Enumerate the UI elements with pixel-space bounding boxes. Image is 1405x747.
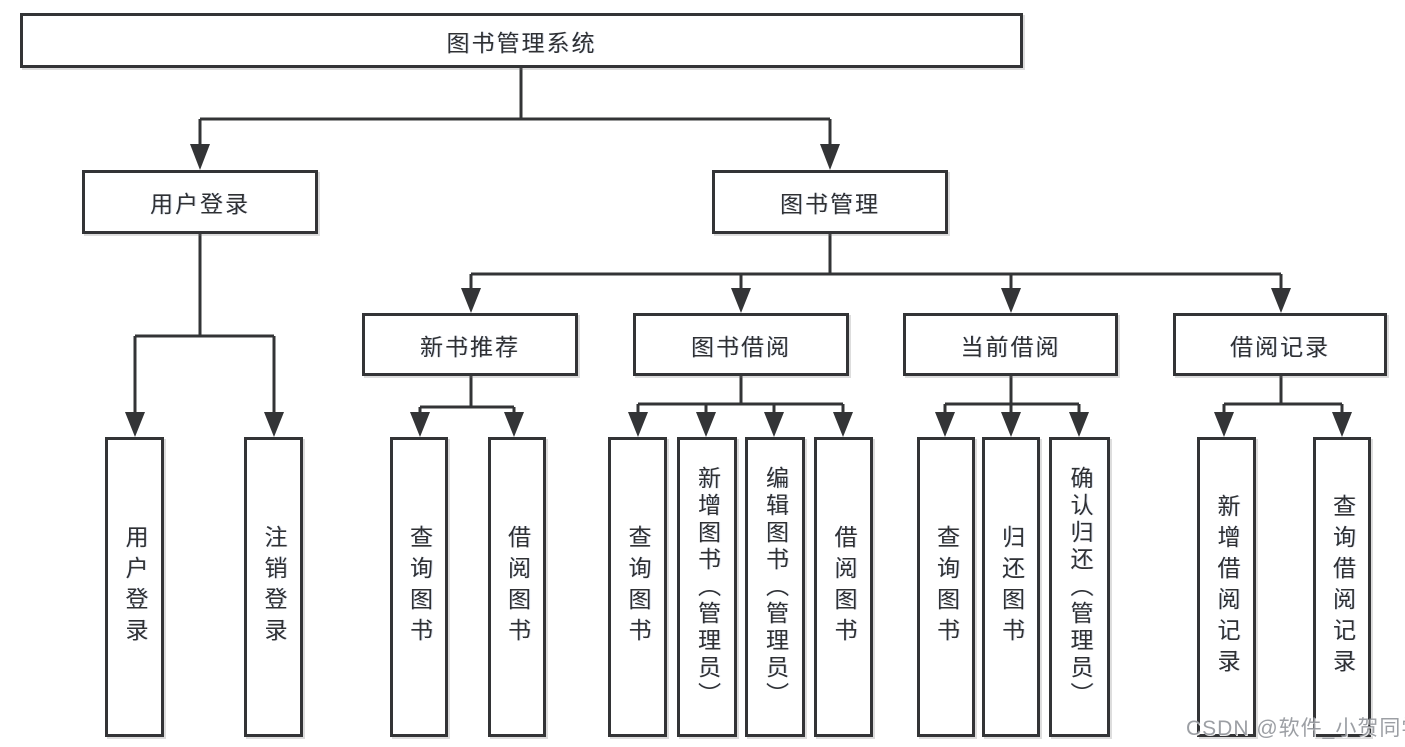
arrow-down-icon xyxy=(504,412,524,437)
connector xyxy=(1222,375,1344,414)
node-logout-leaf-label: 注销登录 xyxy=(261,525,287,649)
node-borrow-records-label: 借阅记录 xyxy=(1230,333,1330,360)
node-user-login-leaf-label: 用户登录 xyxy=(122,525,148,649)
node-book-borrow-label: 图书借阅 xyxy=(691,333,791,360)
node-query-borrow-record-label: 查询借阅记录 xyxy=(1329,494,1356,680)
arrow-down-icon xyxy=(190,144,210,170)
arrow-down-icon xyxy=(264,412,284,437)
arrow-down-icon xyxy=(833,412,853,437)
connector xyxy=(636,375,845,414)
node-add-borrow-record-label: 新增借阅记录 xyxy=(1214,494,1240,680)
arrow-down-icon xyxy=(1001,288,1021,313)
node-book-management: 图书管理 xyxy=(712,170,948,234)
node-add-borrow-record: 新增借阅记录 xyxy=(1197,437,1256,737)
node-user-login: 用户登录 xyxy=(82,170,318,234)
node-current-borrow-label: 当前借阅 xyxy=(960,333,1061,360)
node-query-books-3-label: 查询图书 xyxy=(933,525,960,649)
node-return-books: 归还图书 xyxy=(982,437,1040,737)
node-root: 图书管理系统 xyxy=(20,13,1023,68)
node-new-book-recommend-label: 新书推荐 xyxy=(420,333,520,360)
node-book-management-label: 图书管理 xyxy=(780,191,880,217)
connector xyxy=(943,375,1081,414)
arrow-down-icon xyxy=(731,288,751,313)
node-edit-books-admin-label: 编辑图书（管理员） xyxy=(762,465,789,709)
node-root-label: 图书管理系统 xyxy=(446,29,597,56)
node-return-books-label: 归还图书 xyxy=(998,525,1025,649)
node-edit-books-admin: 编辑图书（管理员） xyxy=(745,437,805,737)
arrow-down-icon xyxy=(935,412,955,437)
arrow-down-icon xyxy=(461,288,481,313)
node-borrow-books-2: 借阅图书 xyxy=(814,437,873,737)
csdn-watermark: CSDN @软件_小贺同学 xyxy=(1186,717,1405,740)
node-user-login-label: 用户登录 xyxy=(150,191,250,217)
node-logout-leaf: 注销登录 xyxy=(244,437,303,737)
node-confirm-return-admin: 确认归还（管理员） xyxy=(1049,437,1110,737)
node-confirm-return-admin-label: 确认归还（管理员） xyxy=(1067,465,1093,709)
arrow-down-icon xyxy=(1332,412,1352,437)
node-query-books-2-label: 查询图书 xyxy=(625,525,651,649)
connector xyxy=(469,232,1283,292)
node-query-books-3: 查询图书 xyxy=(917,437,975,737)
node-borrow-books-2-label: 借阅图书 xyxy=(831,525,857,649)
node-query-books-2: 查询图书 xyxy=(608,437,667,737)
node-add-books-admin-label: 新增图书（管理员） xyxy=(694,465,721,709)
arrow-down-icon xyxy=(1271,288,1291,313)
node-borrow-books-1: 借阅图书 xyxy=(488,437,546,737)
arrow-down-icon xyxy=(1069,412,1089,437)
arrow-down-icon xyxy=(1214,412,1234,437)
node-book-borrow: 图书借阅 xyxy=(633,313,849,376)
arrow-down-icon xyxy=(1001,412,1021,437)
connector xyxy=(198,67,832,147)
node-query-books-1-label: 查询图书 xyxy=(406,525,433,649)
node-add-books-admin: 新增图书（管理员） xyxy=(677,437,737,737)
connector xyxy=(133,232,276,414)
node-query-books-1: 查询图书 xyxy=(390,437,448,737)
node-current-borrow: 当前借阅 xyxy=(903,313,1118,376)
node-user-login-leaf: 用户登录 xyxy=(105,437,164,737)
node-new-book-recommend: 新书推荐 xyxy=(362,313,578,376)
arrow-down-icon xyxy=(628,412,648,437)
arrow-down-icon xyxy=(764,412,784,437)
arrow-down-icon xyxy=(820,144,840,170)
node-borrow-books-1-label: 借阅图书 xyxy=(504,525,531,649)
node-borrow-records: 借阅记录 xyxy=(1173,313,1387,376)
node-query-borrow-record: 查询借阅记录 xyxy=(1313,437,1371,737)
arrow-down-icon xyxy=(410,412,430,437)
arrow-down-icon xyxy=(125,412,145,437)
arrow-down-icon xyxy=(696,412,716,437)
connector xyxy=(418,375,516,414)
